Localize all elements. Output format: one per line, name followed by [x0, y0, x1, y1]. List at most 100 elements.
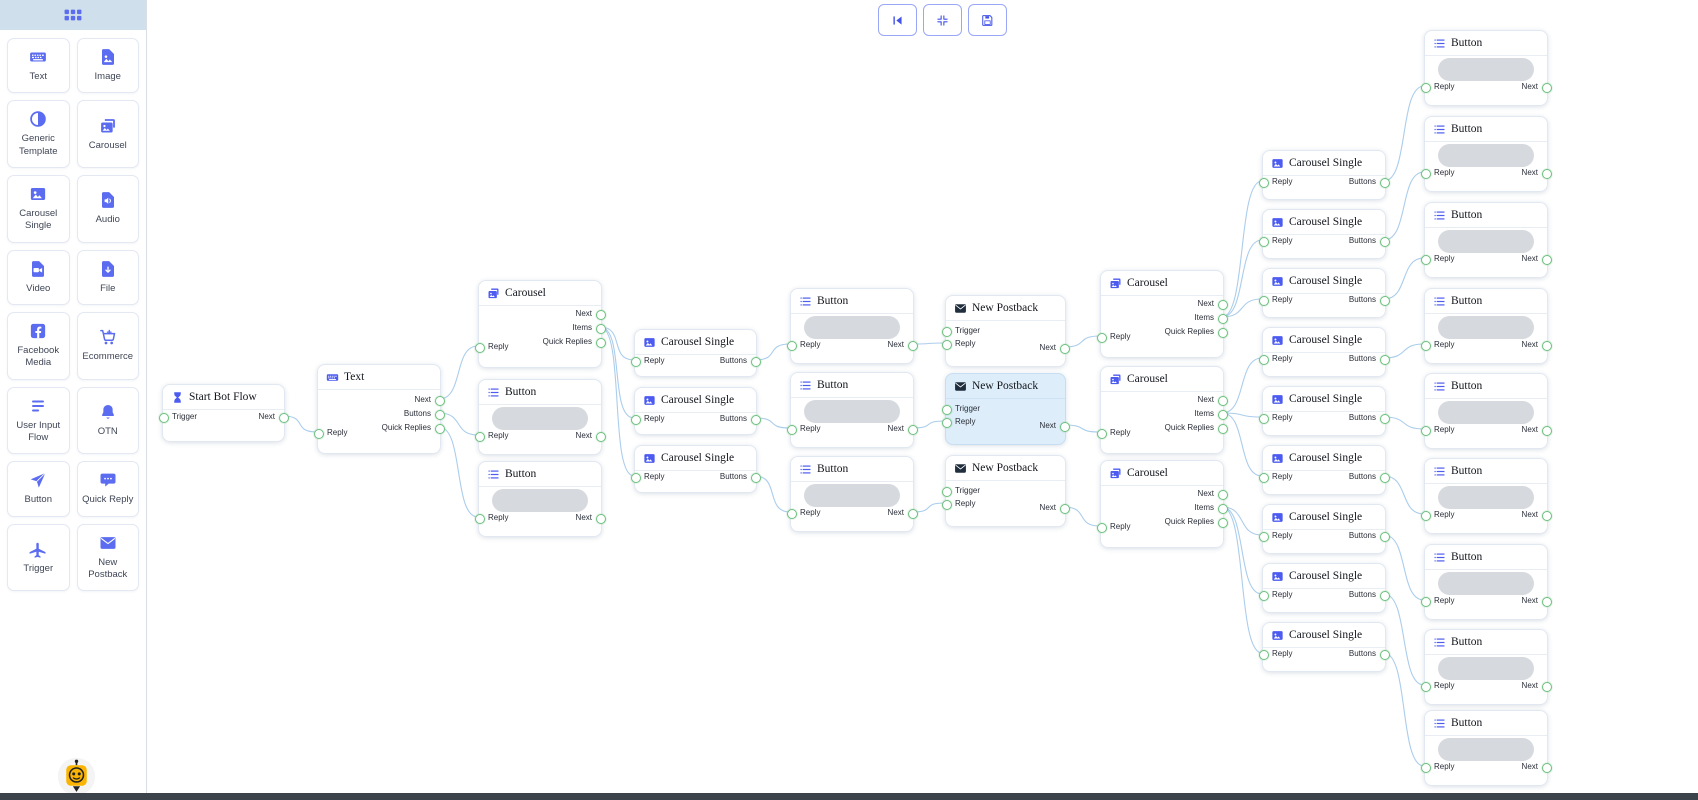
palette-item-carousel[interactable]: Carousel [76, 100, 139, 169]
port-reply[interactable] [1096, 333, 1107, 343]
port-next[interactable] [907, 425, 918, 435]
port-buttons[interactable] [1379, 414, 1390, 424]
port-quick-replies[interactable] [1217, 424, 1228, 434]
port-next[interactable] [907, 341, 918, 351]
palette-item-generic-template[interactable]: Generic Template [7, 100, 70, 169]
port-next[interactable] [1217, 490, 1228, 500]
port-next[interactable] [1541, 341, 1552, 351]
port-items[interactable] [1217, 410, 1228, 420]
palette-item-quick-reply[interactable]: Quick Reply [76, 461, 139, 517]
port-next[interactable] [1541, 426, 1552, 436]
port-reply[interactable] [1420, 682, 1431, 692]
port-next[interactable] [1541, 511, 1552, 521]
port-trigger[interactable] [941, 487, 952, 497]
port-reply[interactable] [1420, 511, 1431, 521]
port-next[interactable] [1541, 169, 1552, 179]
skip-to-start-button[interactable] [878, 4, 917, 36]
port-reply[interactable] [630, 415, 641, 425]
port-trigger[interactable] [941, 405, 952, 415]
port-buttons[interactable] [1379, 178, 1390, 188]
palette-item-trigger[interactable]: Trigger [7, 523, 70, 592]
port-reply[interactable] [474, 432, 485, 442]
port-items[interactable] [1217, 504, 1228, 514]
port-buttons[interactable] [1379, 296, 1390, 306]
save-button[interactable] [968, 4, 1007, 36]
port-reply[interactable] [1096, 523, 1107, 533]
port-reply[interactable] [941, 500, 952, 510]
palette-item-button[interactable]: Button [7, 461, 70, 517]
port-buttons[interactable] [750, 415, 761, 425]
chatbot-avatar-icon[interactable] [57, 757, 96, 796]
port-next[interactable] [1541, 763, 1552, 773]
port-reply[interactable] [1096, 429, 1107, 439]
port-next[interactable] [907, 509, 918, 519]
port-next[interactable] [595, 432, 606, 442]
port-reply[interactable] [474, 343, 485, 353]
port-reply[interactable] [1420, 597, 1431, 607]
palette-item-carousel-single[interactable]: Carousel Single [7, 175, 70, 243]
grid-icon[interactable] [62, 4, 84, 26]
port-items[interactable] [1217, 314, 1228, 324]
port-next[interactable] [595, 310, 606, 320]
port-next[interactable] [1217, 396, 1228, 406]
port-quick-replies[interactable] [595, 338, 606, 348]
port-trigger[interactable] [158, 413, 169, 423]
port-next[interactable] [1541, 682, 1552, 692]
port-reply[interactable] [941, 418, 952, 428]
palette-item-audio[interactable]: Audio [76, 175, 139, 243]
port-reply[interactable] [786, 425, 797, 435]
port-next[interactable] [1541, 597, 1552, 607]
port-reply[interactable] [1258, 414, 1269, 424]
port-buttons[interactable] [1379, 237, 1390, 247]
port-next[interactable] [1059, 504, 1070, 514]
port-buttons[interactable] [1379, 355, 1390, 365]
port-next[interactable] [1541, 83, 1552, 93]
port-next[interactable] [434, 396, 445, 406]
port-reply[interactable] [313, 429, 324, 439]
port-next[interactable] [1059, 344, 1070, 354]
port-reply[interactable] [1258, 355, 1269, 365]
palette-item-text[interactable]: Text [7, 38, 70, 94]
port-reply[interactable] [1420, 255, 1431, 265]
port-reply[interactable] [1258, 237, 1269, 247]
port-quick-replies[interactable] [1217, 328, 1228, 338]
palette-item-video[interactable]: Video [7, 249, 70, 306]
port-reply[interactable] [786, 509, 797, 519]
palette-item-image[interactable]: Image [76, 38, 139, 94]
port-reply[interactable] [1420, 169, 1431, 179]
port-reply[interactable] [1258, 532, 1269, 542]
palette-item-new-postback[interactable]: New Postback [76, 523, 139, 592]
port-quick-replies[interactable] [1217, 518, 1228, 528]
port-buttons[interactable] [1379, 473, 1390, 483]
port-items[interactable] [595, 324, 606, 334]
port-next[interactable] [1217, 300, 1228, 310]
fit-view-button[interactable] [923, 4, 962, 36]
port-next[interactable] [1059, 422, 1070, 432]
port-reply[interactable] [474, 514, 485, 524]
